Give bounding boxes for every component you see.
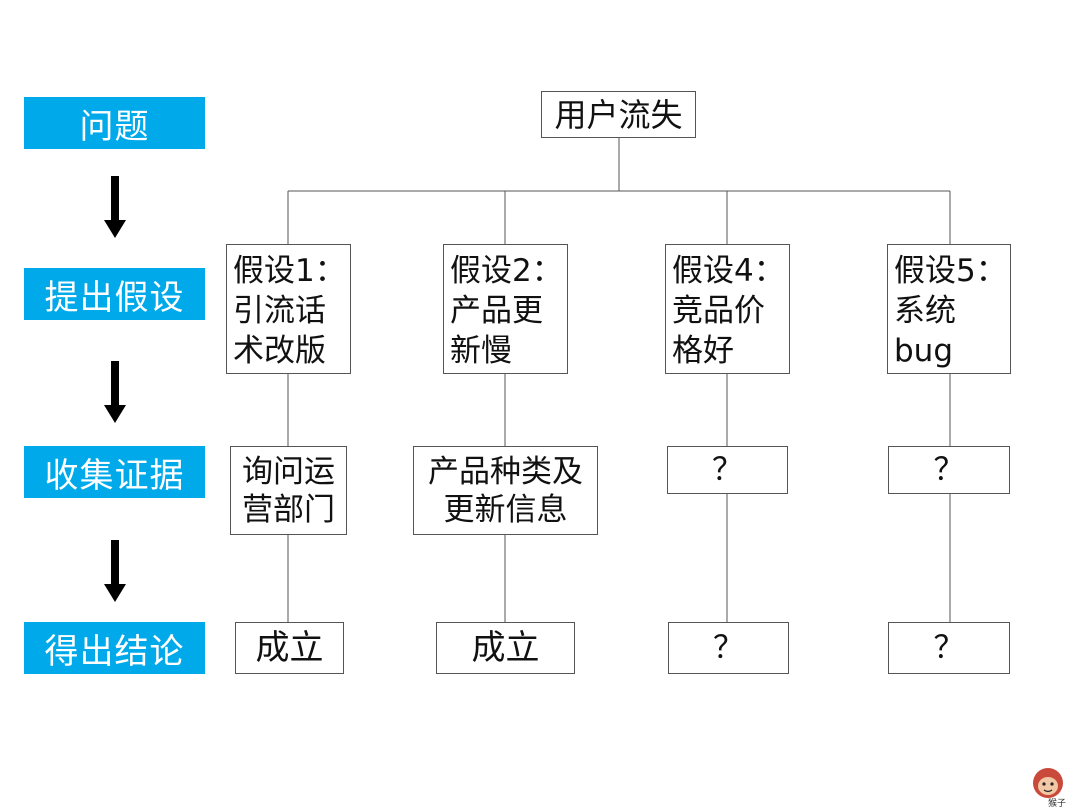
conclusion-label: ？ — [933, 630, 965, 666]
down-arrow-icon — [104, 540, 126, 602]
conclusion-label: 成立 — [255, 628, 324, 668]
stage-label-evidence: 收集证据 — [24, 446, 205, 498]
conclusion-node-4: ？ — [668, 622, 789, 674]
evidence-node-4: ？ — [667, 446, 788, 494]
stage-label-conclusion: 得出结论 — [24, 622, 205, 674]
stage-label-problem: 问题 — [24, 97, 205, 149]
watermark-label: 猴子 — [1048, 799, 1067, 809]
root-node-label: 用户流失 — [554, 95, 683, 134]
hypothesis-node-1: 假设1： 引流话 术改版 — [226, 244, 351, 374]
hypothesis-line: 产品更 — [450, 293, 543, 329]
evidence-line: 产品种类及 — [428, 453, 583, 490]
monkey-logo-icon — [1033, 768, 1063, 798]
hypothesis-line: 假设2： — [450, 253, 563, 289]
hypothesis-line: 假设4： — [672, 253, 785, 289]
evidence-line: 更新信息 — [443, 491, 568, 528]
hypothesis-line: 假设5： — [894, 253, 1007, 289]
stage-label-hypothesis: 提出假设 — [24, 268, 205, 320]
hypothesis-line: 术改版 — [233, 333, 326, 369]
conclusion-node-1: 成立 — [235, 622, 344, 674]
hypothesis-line: 系统 — [894, 293, 956, 329]
down-arrow-icon — [104, 361, 126, 423]
evidence-line: ？ — [712, 452, 743, 488]
evidence-line: 营部门 — [242, 491, 335, 528]
hypothesis-line: 竞品价 — [672, 293, 765, 329]
hypothesis-line: bug — [894, 333, 954, 369]
down-arrow-icon — [104, 176, 126, 238]
hypothesis-line: 格好 — [672, 333, 734, 369]
evidence-line: 询问运 — [242, 453, 335, 490]
evidence-node-2: 产品种类及 更新信息 — [413, 446, 598, 535]
conclusion-label: ？ — [713, 630, 744, 666]
hypothesis-line: 引流话 — [233, 293, 326, 329]
conclusion-label: 成立 — [471, 628, 540, 668]
hypothesis-line: 新慢 — [450, 333, 512, 369]
evidence-line: ？ — [933, 452, 965, 488]
hypothesis-node-5: 假设5： 系统 bug — [887, 244, 1011, 374]
root-node: 用户流失 — [541, 91, 696, 138]
evidence-node-1: 询问运 营部门 — [230, 446, 347, 535]
hypothesis-node-2: 假设2： 产品更 新慢 — [443, 244, 568, 374]
conclusion-node-5: ？ — [888, 622, 1010, 674]
conclusion-node-2: 成立 — [436, 622, 575, 674]
evidence-node-5: ？ — [888, 446, 1010, 494]
hypothesis-line: 假设1： — [233, 253, 346, 289]
hypothesis-node-4: 假设4： 竞品价 格好 — [665, 244, 790, 374]
